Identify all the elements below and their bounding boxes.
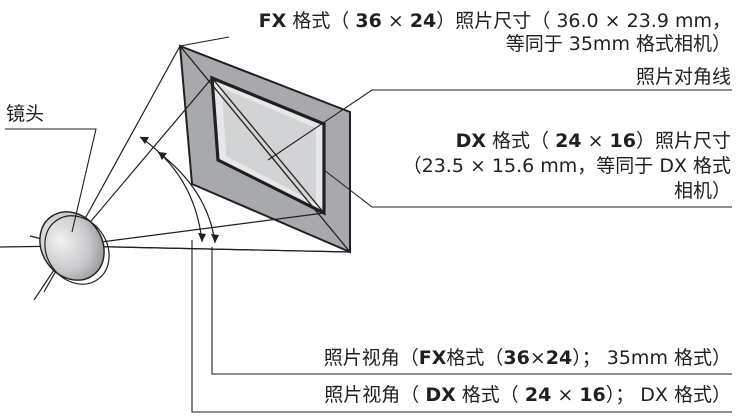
lens-label-leader [5, 128, 97, 233]
dx-angle-leader [191, 240, 732, 413]
dx-angle-label: 照片视角（ DX 格式（ 24 × 16）； DX 格式） [324, 384, 731, 407]
dx-angle-label-times: × [551, 384, 580, 406]
fx-format-label-rest: ）照片尺寸（ 36.0 × 23.9 mm， [436, 10, 731, 32]
dx-format-label-mid: 格式（ [485, 130, 556, 152]
fx-ray-top [69, 45, 181, 247]
dx-format-label-times: × [581, 130, 610, 152]
fx-arc-arrow-bottom [198, 233, 206, 242]
fx-angle-label-h: 24 [545, 347, 573, 369]
dx-format-label: DX 格式（ 24 × 16）照片尺寸 （23.5 × 15.6 mm，等同于 … [403, 129, 731, 204]
fx-format-label-w: 36 [355, 10, 382, 32]
lens-edge [44, 215, 110, 285]
dx-diagonal-line [211, 77, 325, 214]
dx-angle-label-mid: 格式（ [455, 384, 525, 406]
dx-angle-label-dx: DX [425, 384, 456, 406]
fx-format-label-mid: 格式（ [286, 10, 356, 32]
fx-angle-label-times: × [529, 347, 546, 369]
fx-arc-arrow-top [140, 137, 149, 144]
fx-diagonal-line [179, 45, 351, 253]
dx-format-label-line2: （23.5 × 15.6 mm，等同于 DX 格式 [402, 155, 731, 177]
fx-format-label-h: 24 [409, 10, 437, 32]
optical-axis [69, 245, 351, 253]
dx-angle-label-w: 24 [524, 384, 552, 406]
dx-angle-label-post: ）； DX 格式） [605, 384, 731, 406]
fx-angle-label-fx: FX [418, 347, 447, 369]
fx-angle-label-pre: 照片视角（ [323, 347, 419, 369]
dx-angle-label-h: 16 [579, 384, 606, 406]
fx-angle-arc [139, 136, 203, 243]
dx-format-label-rest: ）照片尺寸 [635, 130, 731, 152]
fx-format-label-times: × [381, 10, 410, 32]
lens-label: 镜头 [6, 103, 45, 125]
fx-format-label: FX 格式（ 36 × 24）照片尺寸（ 36.0 × 23.9 mm， 等同于… [259, 10, 731, 56]
dx-ray-top [69, 77, 213, 247]
fx-angle-leader [211, 247, 732, 375]
dx-format-label-dx: DX [455, 130, 486, 152]
dx-format-label-line1: DX 格式（ 24 × 16）照片尺寸 [403, 129, 731, 154]
lens-shape [39, 211, 105, 281]
dx-format-label-w: 24 [555, 130, 582, 152]
photo-diagonal-label: 照片对角线 [635, 66, 731, 88]
fx-format-label-fx: FX [258, 10, 287, 32]
fx-angle-label-w: 36 [503, 347, 530, 369]
dx-ray-bottom [69, 212, 325, 247]
dx-arc-arrow-top [158, 152, 167, 160]
fx-format-label-line1: FX 格式（ 36 × 24）照片尺寸（ 36.0 × 23.9 mm， [259, 10, 731, 33]
fx-label-leader [179, 36, 230, 47]
diagonal-label-leader [267, 89, 732, 161]
dx-label-leader [323, 169, 732, 208]
fx-format-label-line2: 等同于 35mm 格式相机） [505, 33, 731, 55]
dx-format-label-h: 16 [609, 130, 636, 152]
dx-arc-arrow-bottom [211, 234, 219, 243]
dx-angle-arc [157, 151, 216, 244]
dx-angle-label-pre: 照片视角（ [324, 384, 426, 406]
fx-angle-label-mid: 格式（ [446, 347, 504, 369]
fx-angle-label: 照片视角（FX格式（36×24）； 35mm 格式） [324, 347, 731, 370]
dx-format-label-line3: 相机） [673, 180, 731, 202]
fx-angle-label-post: ）； 35mm 格式） [572, 347, 731, 369]
